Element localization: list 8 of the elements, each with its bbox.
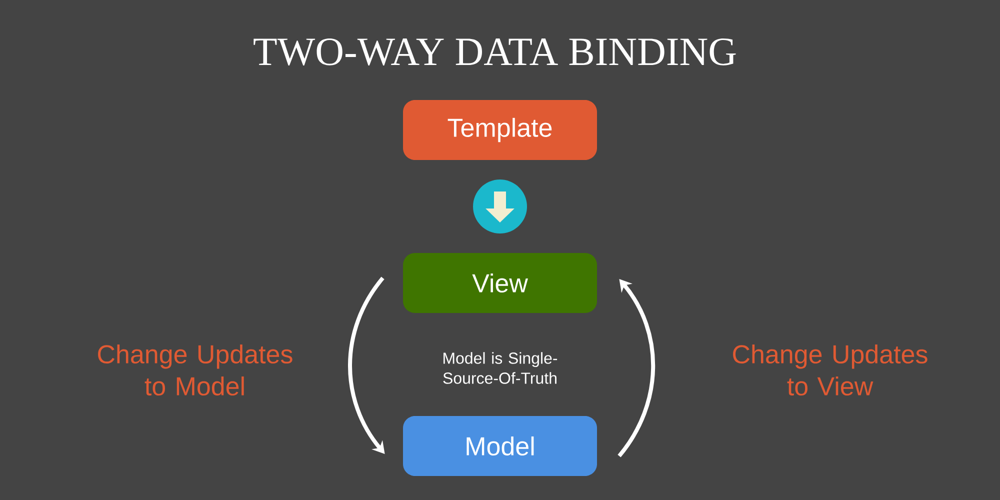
title: TWO-WAY DATA BINDING [254,38,736,66]
arrow-icon [473,180,527,234]
edge-label: Change Updates to Model [98,344,292,396]
process-box: Template [403,100,597,160]
process-box: View [403,253,597,313]
process-box: Model [403,416,597,476]
edge-label: Change Updates to View [733,344,928,396]
note-text: Model is Single-Source-Of-Truth [443,352,558,384]
